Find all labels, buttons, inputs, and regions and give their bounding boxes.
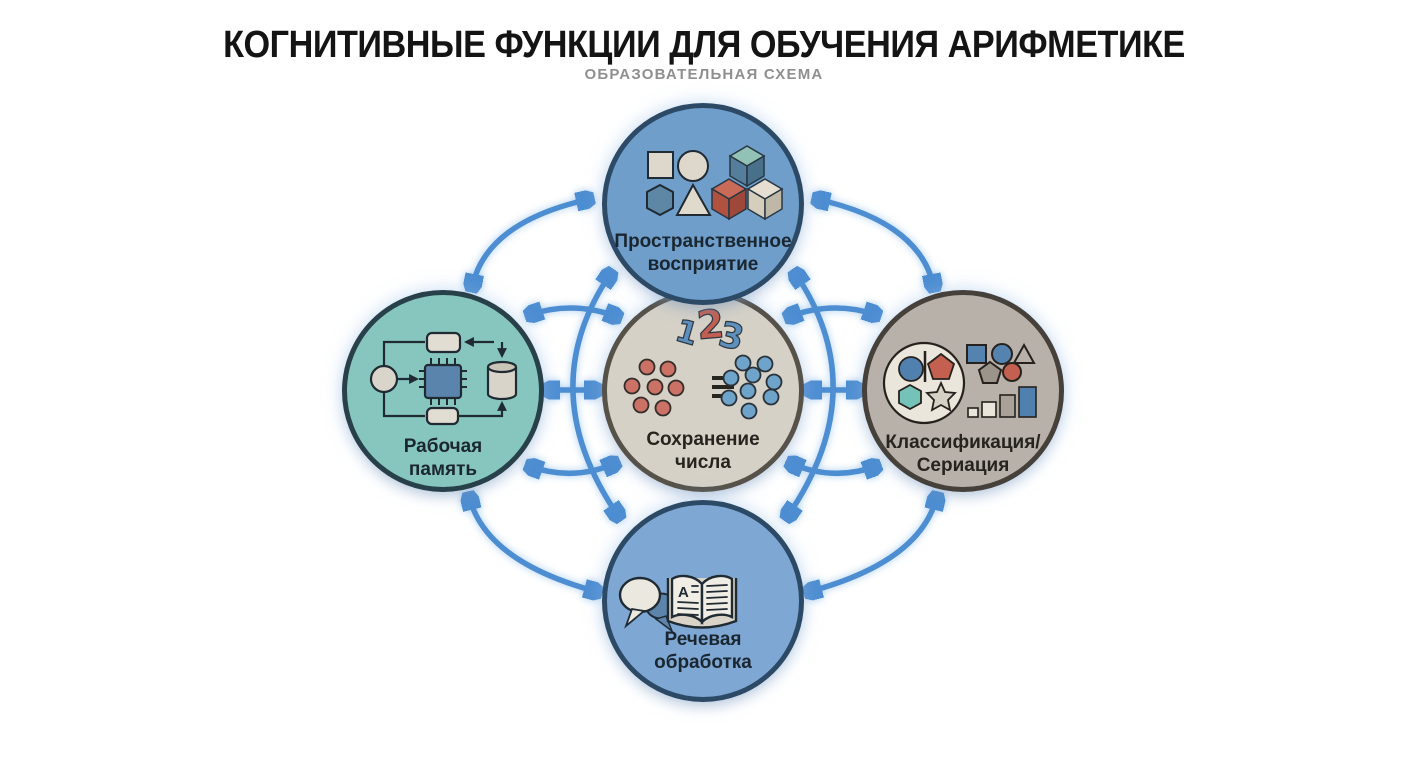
diagram-subtitle: ОБРАЗОВАТЕЛЬНАЯ СХЕМА [584, 66, 824, 83]
shapes-and-cubes-icon [646, 145, 784, 221]
node-spatial-perception: Пространственное восприятие [602, 103, 804, 305]
node-label-classification-seriation: Классификация/ Сериация [885, 432, 1041, 476]
node-label-spatial-perception: Пространственное восприятие [614, 231, 792, 275]
diagram-title: КОГНИТИВНЫЕ ФУНКЦИИ ДЛЯ ОБУЧЕНИЯ АРИФМЕТ… [223, 24, 1185, 66]
arrow-left-bottom [469, 496, 598, 592]
arrow-left-top [472, 199, 590, 288]
node-label-working-memory: Рабочая память [403, 436, 483, 480]
node-classification-seriation: Классификация/ Сериация [862, 290, 1064, 492]
dot-sets-equivalence-icon [623, 354, 783, 420]
arrow-left-center-upper [529, 308, 618, 317]
classification-shapes-icon [882, 341, 1037, 425]
node-label-number-conservation: Сохранение числа [646, 429, 760, 473]
node-label-speech-processing: Речевая обработка [654, 629, 752, 673]
speech-and-book-icon: A [618, 574, 738, 634]
memory-flowchart-icon [369, 331, 518, 426]
book-letter: A [678, 584, 689, 601]
arrow-bottom-right [808, 496, 937, 592]
arrow-left-center-lower [529, 463, 616, 473]
arrow-center-right-upper [788, 308, 877, 317]
node-number-conservation: 1 2 3 Сохранение числа [602, 290, 804, 492]
arrow-center-right-lower [790, 463, 877, 473]
node-speech-processing: A Речевая обработка [602, 500, 804, 702]
node-working-memory: Рабочая память [342, 290, 544, 492]
arrow-top-right [816, 199, 934, 288]
